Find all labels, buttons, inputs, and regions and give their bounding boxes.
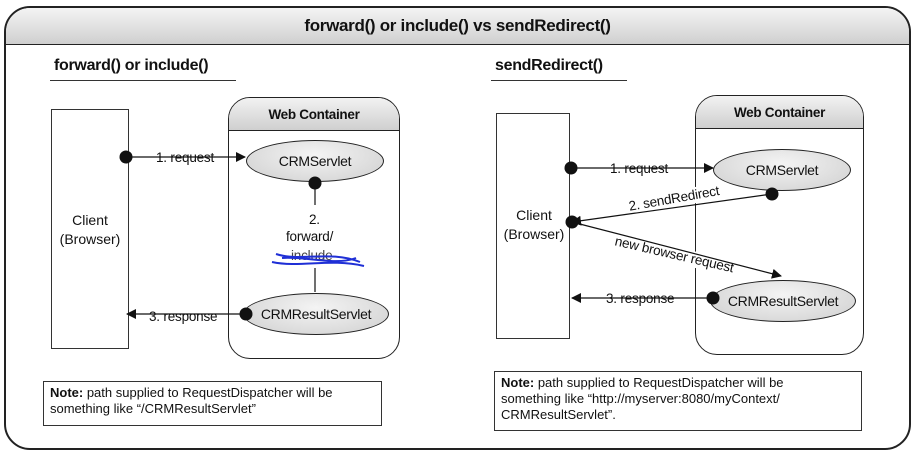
right-client-label: Client (Browser): [496, 206, 572, 244]
left-crmservlet: CRMServlet: [246, 140, 384, 182]
right-note-line2: something like “http://myserver:8080/myC…: [501, 391, 780, 406]
left-client-label: Client (Browser): [51, 211, 129, 249]
right-client-label-line2: (Browser): [503, 226, 565, 242]
left-step2-label: forward/: [285, 229, 335, 245]
left-client-label-line1: Client: [72, 212, 108, 228]
left-client-box: [51, 109, 129, 349]
right-crmservlet: CRMServlet: [713, 149, 851, 191]
right-client-label-line1: Client: [516, 207, 552, 223]
right-heading: sendRedirect(): [495, 57, 603, 74]
left-note-line2: something like “/CRMResultServlet”: [50, 401, 256, 416]
diagram-frame: forward() or include() vs sendRedirect(): [4, 6, 911, 450]
left-step3-label: 3. response: [148, 309, 219, 325]
right-client-box: [496, 113, 570, 339]
right-step1-label: 1. request: [609, 161, 670, 177]
left-note-bold: Note:: [50, 385, 84, 400]
left-note: Note: path supplied to RequestDispatcher…: [43, 381, 382, 426]
left-client-label-line2: (Browser): [59, 231, 121, 247]
right-note: Note: path supplied to RequestDispatcher…: [494, 371, 862, 431]
diagram-title: forward() or include() vs sendRedirect(): [6, 8, 909, 45]
right-step3-label: 3. response: [605, 291, 676, 307]
left-step1-label: 1. request: [155, 150, 216, 166]
left-crmresultservlet: CRMResultServlet: [243, 293, 389, 335]
left-note-line1: path supplied to RequestDispatcher will …: [83, 385, 333, 400]
left-step2-struck-label: include: [290, 248, 334, 264]
right-heading-rule: [491, 80, 627, 81]
right-container-title: Web Container: [696, 96, 863, 129]
right-note-line3: CRMResultServlet”.: [501, 407, 616, 422]
right-crmresultservlet: CRMResultServlet: [710, 280, 856, 322]
right-note-line1: path supplied to RequestDispatcher will …: [534, 375, 784, 390]
left-heading: forward() or include(): [54, 57, 209, 74]
right-note-bold: Note:: [501, 375, 535, 390]
left-container-title: Web Container: [229, 98, 399, 131]
left-step2-number: 2.: [308, 212, 321, 228]
left-heading-rule: [50, 80, 236, 81]
